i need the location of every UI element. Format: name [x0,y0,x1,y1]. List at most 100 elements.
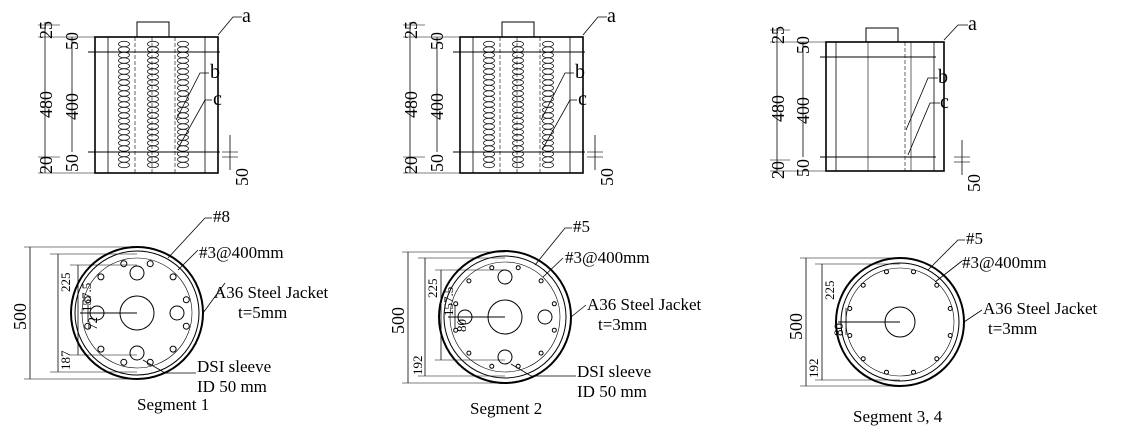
spiral-turn [512,73,524,81]
spiral-turn [483,90,495,97]
spiral-turn [118,57,130,64]
dim-diameter: 500 [10,303,30,330]
spiral-turn [542,90,554,97]
spiral-turn [147,101,159,108]
spiral-turn [177,57,189,64]
spiral-turn [542,117,554,125]
spiral-turn [512,62,524,70]
spiral-turn [118,106,130,114]
rebar [453,301,459,307]
spiral-turn [542,156,554,163]
spiral-turn [118,112,130,119]
spiral-turn [483,112,495,119]
label-a: a [968,13,977,35]
rebar [466,278,472,284]
label-c: c [940,91,949,113]
spiral-turn [118,128,130,136]
longitudinal-bars [847,269,953,375]
label-a: a [607,5,616,27]
rebar [182,322,190,330]
spiral-turn [147,62,159,70]
spiral-turn [542,79,554,86]
spiral-turn [512,68,524,75]
spiral-turn [118,101,130,108]
dim-mid: 80 [454,319,469,332]
rebar [551,301,557,307]
dim-diameter: 500 [786,313,806,340]
spiral-turn [118,117,130,125]
spiral-turn [118,145,130,152]
spiral-turn [177,90,189,97]
caption-segment-1: Segment 1 [137,395,209,414]
rebar [847,333,853,338]
spiral-turn [177,106,189,114]
spiral-turn [512,95,524,103]
spiral-turn [147,57,159,64]
spiral-turn [118,79,130,86]
spiral-turn [512,123,524,130]
spiral-turn [483,62,495,70]
spiral-turn [512,139,524,147]
spiral-turn [177,139,189,147]
label-b: b [938,66,948,88]
spiral-turn [512,156,524,163]
spiral-turn [483,156,495,163]
spiral-turn [177,51,189,59]
spiral-turn [118,84,130,92]
label-bars: #8 [213,207,230,226]
spiral-turn [542,51,554,59]
spiral-hoops [118,40,189,169]
spiral-turn [542,40,554,48]
spiral-turn [177,84,189,92]
spiral-turn [177,123,189,130]
spiral-turn [512,51,524,59]
label-thickness: t=3mm [988,319,1037,338]
spiral-turn [512,134,524,141]
rebar [120,260,128,268]
dim-mid: 72 [85,317,100,330]
label-b: b [210,61,220,83]
spiral-turn [118,134,130,141]
rebar [97,273,105,281]
spiral-turn [512,117,524,125]
label-jacket: A36 Steel Jacket [983,299,1098,318]
dim-top: 25 [768,26,788,44]
spiral-turn [483,106,495,114]
spiral-turn [147,161,159,169]
spiral-turn [118,40,130,48]
label-c: c [213,88,222,110]
caption-segment-3-4: Segment 3, 4 [853,407,943,426]
dim-upper: 50 [427,32,447,50]
spiral-turn [512,145,524,152]
spiral-turn [483,139,495,147]
dim-lower: 50 [427,154,447,172]
spiral-turn [147,145,159,152]
label-sleeve-id: ID 50 mm [197,377,267,396]
spiral-turn [177,117,189,125]
label-thickness: t=5mm [238,303,287,322]
spiral-turn [542,68,554,75]
spiral-turn [542,139,554,147]
label-hoops: #3@400mm [199,243,284,262]
spiral-turn [512,128,524,136]
dim-lower: 50 [62,154,82,172]
rebar [934,282,940,288]
spiral-turn [483,117,495,125]
dim-lower: 50 [793,159,813,177]
spiral-turn [542,73,554,81]
spiral-turn [147,139,159,147]
spiral-turn [512,90,524,97]
label-hoops: #3@400mm [565,248,650,267]
rebar [911,269,916,275]
spiral-turn [512,106,524,114]
spiral-turn [118,123,130,130]
label-sleeve: DSI sleeve [577,362,651,381]
rebar [120,358,128,366]
spiral-turn [542,106,554,114]
spiral-turn [177,161,189,169]
rebar [489,265,495,271]
rebar [146,260,154,268]
dim-total: 480 [768,95,788,122]
spiral-turn [118,62,130,70]
rebar [169,345,177,353]
